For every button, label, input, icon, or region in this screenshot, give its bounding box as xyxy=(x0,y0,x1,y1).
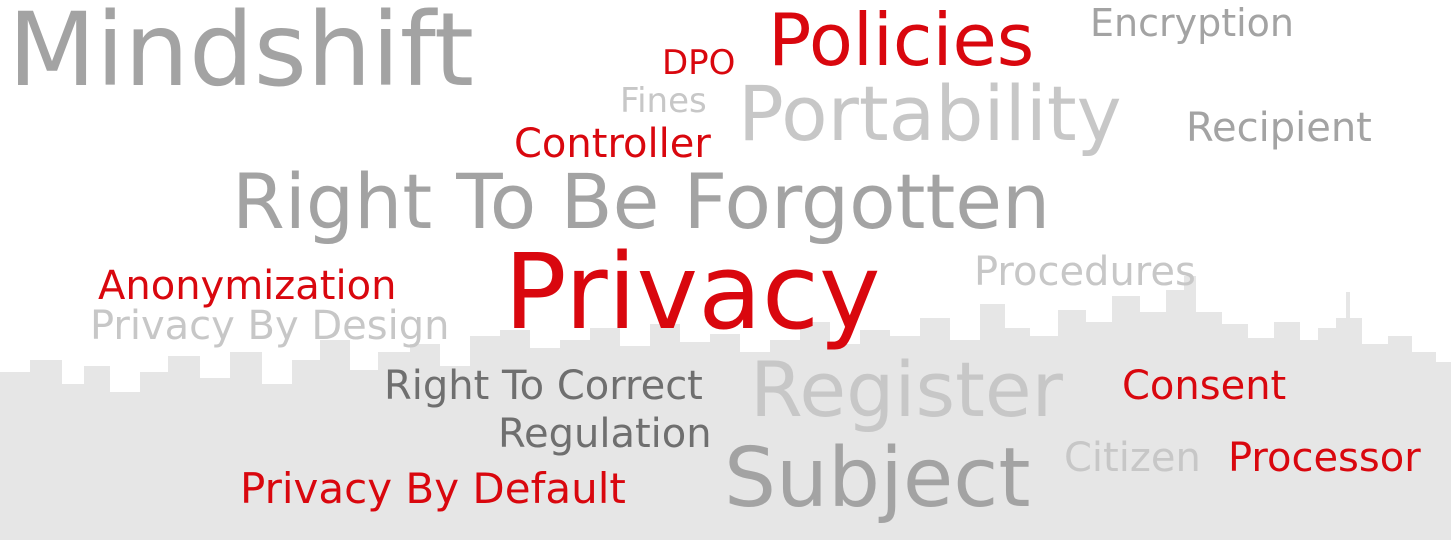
word-controller: Controller xyxy=(514,121,711,167)
word-right-to-be-forgotten: Right To Be Forgotten xyxy=(232,157,1051,246)
word-regulation: Regulation xyxy=(498,411,712,457)
word-subject: Subject xyxy=(724,431,1031,526)
word-right-to-correct: Right To Correct xyxy=(384,363,703,409)
word-privacy-by-design: Privacy By Design xyxy=(90,303,450,349)
word-consent: Consent xyxy=(1122,363,1287,409)
word-processor: Processor xyxy=(1228,435,1421,481)
word-citizen: Citizen xyxy=(1064,435,1201,481)
word-dpo: DPO xyxy=(662,43,736,83)
word-procedures: Procedures xyxy=(974,249,1196,295)
word-recipient: Recipient xyxy=(1186,105,1372,151)
word-anonymization: Anonymization xyxy=(98,263,397,309)
word-privacy-by-default: Privacy By Default xyxy=(240,464,626,513)
word-register: Register xyxy=(750,345,1063,434)
word-portability: Portability xyxy=(738,69,1122,158)
word-mindshift: Mindshift xyxy=(8,0,474,110)
word-policies: Policies xyxy=(768,0,1035,82)
word-fines: Fines xyxy=(620,81,707,121)
word-encryption: Encryption xyxy=(1090,1,1295,45)
word-privacy: Privacy xyxy=(504,231,881,353)
